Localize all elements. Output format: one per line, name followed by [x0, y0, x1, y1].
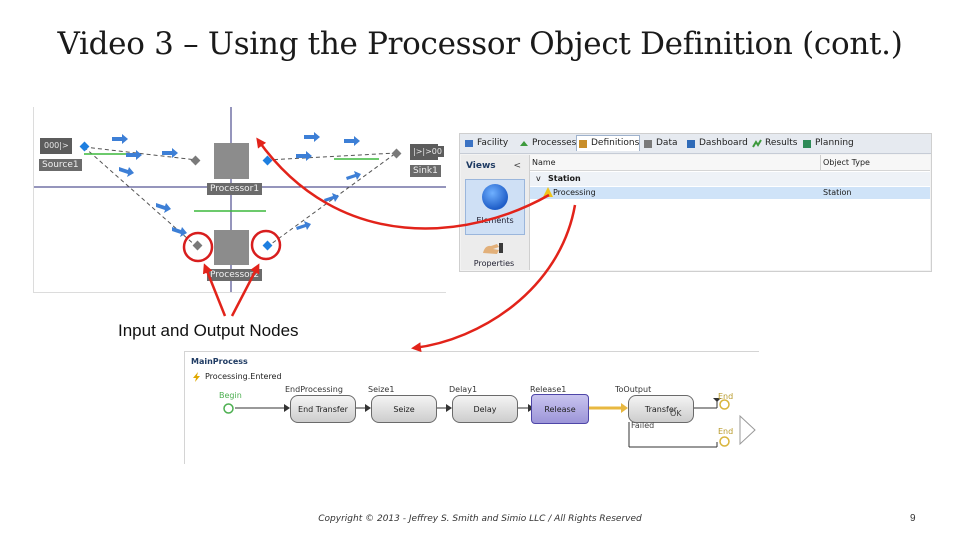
begin-node[interactable]	[223, 403, 234, 414]
tab-planning[interactable]: Planning	[801, 136, 854, 151]
data-icon	[644, 140, 652, 148]
processes-icon	[520, 141, 528, 146]
scroll-right-arrow	[739, 414, 756, 446]
processor2-label[interactable]: Processor2	[207, 269, 263, 281]
tab-processes[interactable]: Processes	[518, 136, 576, 151]
end-label-ok: End	[718, 392, 734, 401]
sink-label[interactable]: Sink1	[410, 165, 441, 177]
processor2-input-node	[192, 240, 203, 251]
facility-icon	[465, 140, 473, 147]
properties-label: Properties	[473, 259, 515, 268]
end-label-failed: End	[718, 427, 734, 436]
page-number: 9	[910, 513, 916, 524]
facility-view[interactable]: 000|> |>|>00 Source1 Sink1 Processor1 Pr…	[33, 107, 446, 293]
results-icon	[752, 139, 762, 148]
step-name-endprocessing: EndProcessing	[285, 385, 343, 394]
grid-header: Name Object Type	[530, 155, 930, 171]
step-name-release1: Release1	[530, 385, 567, 394]
step-transfer[interactable]: Transfer	[628, 395, 694, 423]
step-delay[interactable]: Delay	[452, 395, 518, 423]
row-name: Processing	[553, 188, 596, 197]
end-node-failed[interactable]	[719, 436, 730, 447]
source-output-node	[79, 141, 90, 152]
tab-definitions[interactable]: Definitions	[576, 135, 641, 151]
link-processor2-sink	[266, 152, 397, 248]
column-object-type[interactable]: Object Type	[823, 158, 870, 167]
views-panel: Views < Elements Properties	[461, 155, 530, 270]
process-flow-lines	[235, 398, 756, 448]
group-label: Station	[548, 174, 581, 183]
source-readout: 000|>	[42, 140, 71, 151]
slide-title: Video 3 – Using the Processor Object Def…	[57, 26, 903, 62]
processor1-output-node	[262, 155, 273, 166]
step-end-transfer[interactable]: End Transfer	[290, 395, 356, 423]
definitions-window: Facility Processes Definitions Data Dash…	[459, 133, 932, 272]
views-heading: Views	[466, 161, 496, 171]
collapse-chevron-icon[interactable]: <	[513, 161, 521, 171]
row-type: Station	[823, 188, 852, 197]
step-name-seize1: Seize1	[368, 385, 395, 394]
end-node-ok[interactable]	[719, 399, 730, 410]
ok-label: OK	[670, 409, 682, 418]
expand-chevron-icon[interactable]: v	[536, 174, 541, 183]
sink-input-node	[391, 148, 402, 159]
definitions-icon	[579, 140, 587, 148]
step-name-delay1: Delay1	[449, 385, 478, 394]
failed-label: Failed	[631, 421, 655, 430]
definitions-grid: Name Object Type v Station Processing St…	[530, 155, 930, 270]
tab-results[interactable]: Results	[751, 136, 798, 151]
elements-icon	[482, 184, 508, 210]
processor1-shape	[214, 143, 249, 179]
tab-dashboard[interactable]: Dashboard	[685, 136, 748, 151]
facility-canvas	[34, 107, 446, 292]
processor2-shape	[214, 230, 249, 265]
link-source-processor1	[83, 146, 198, 161]
dashboard-icon	[687, 140, 695, 148]
copyright-footer: Copyright © 2013 - Jeffrey S. Smith and …	[318, 514, 642, 524]
source-label[interactable]: Source1	[39, 159, 82, 171]
table-row-processing[interactable]: Processing Station	[530, 187, 930, 199]
process-trigger: Processing.Entered	[205, 372, 282, 381]
ribbon-tab-bar: Facility Processes Definitions Data Dash…	[460, 134, 931, 154]
planning-icon	[803, 140, 811, 148]
sink-readout: |>|>00	[411, 146, 444, 157]
process-title: MainProcess	[191, 357, 248, 366]
processor2-output-node	[262, 240, 273, 251]
begin-label: Begin	[219, 391, 242, 400]
elements-label: Elements	[476, 216, 514, 225]
step-name-tooutput: ToOutput	[615, 385, 652, 394]
warning-icon	[543, 187, 553, 197]
step-release[interactable]: Release	[531, 394, 589, 424]
caption-input-output-nodes: Input and Output Nodes	[118, 321, 299, 340]
processor1-label[interactable]: Processor1	[207, 183, 263, 195]
tab-facility[interactable]: Facility	[463, 136, 508, 151]
processor1-input-node	[190, 155, 201, 166]
elements-button[interactable]: Elements	[465, 179, 525, 235]
column-name[interactable]: Name	[532, 158, 556, 167]
step-seize[interactable]: Seize	[371, 395, 437, 423]
properties-hand-icon	[483, 243, 503, 254]
lightning-icon	[193, 372, 200, 382]
process-view: MainProcess Processing.Entered Begin End…	[184, 351, 759, 464]
tab-data[interactable]: Data	[642, 136, 678, 151]
group-row-station[interactable]: v Station	[530, 172, 930, 186]
